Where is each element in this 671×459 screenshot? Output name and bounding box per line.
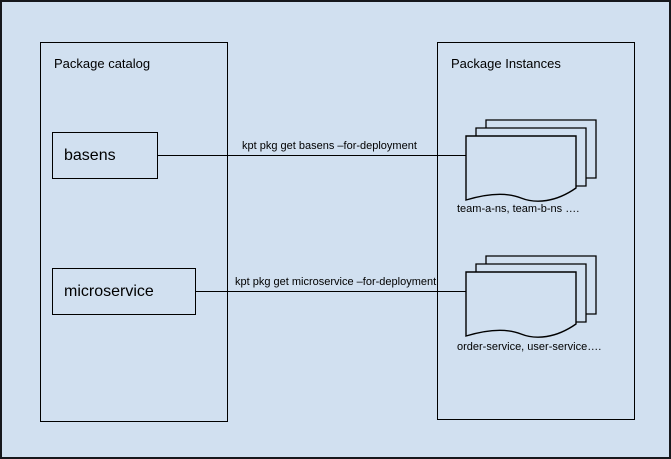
edge-microservice-label: kpt pkg get microservice –for-deployment bbox=[235, 276, 437, 288]
group-package-catalog bbox=[40, 42, 228, 422]
package-box-microservice-label: microservice bbox=[64, 282, 154, 300]
instance-caption-namespaces: team-a-ns, team-b-ns …. bbox=[457, 203, 580, 215]
group-package-instances-title: Package Instances bbox=[451, 56, 561, 71]
edge-basens-label: kpt pkg get basens –for-deployment bbox=[242, 140, 417, 152]
instance-caption-services: order-service, user-service…. bbox=[457, 341, 602, 353]
package-box-basens-label: basens bbox=[64, 146, 116, 164]
group-package-catalog-title: Package catalog bbox=[54, 56, 151, 71]
package-box-basens[interactable]: basens bbox=[52, 132, 158, 179]
edge-microservice-line bbox=[196, 291, 475, 293]
document-stack-icon bbox=[464, 250, 604, 342]
package-box-microservice[interactable]: microservice bbox=[52, 268, 196, 315]
document-stack-icon bbox=[464, 114, 604, 206]
group-package-instances bbox=[437, 42, 635, 420]
edge-basens-line bbox=[158, 155, 475, 157]
